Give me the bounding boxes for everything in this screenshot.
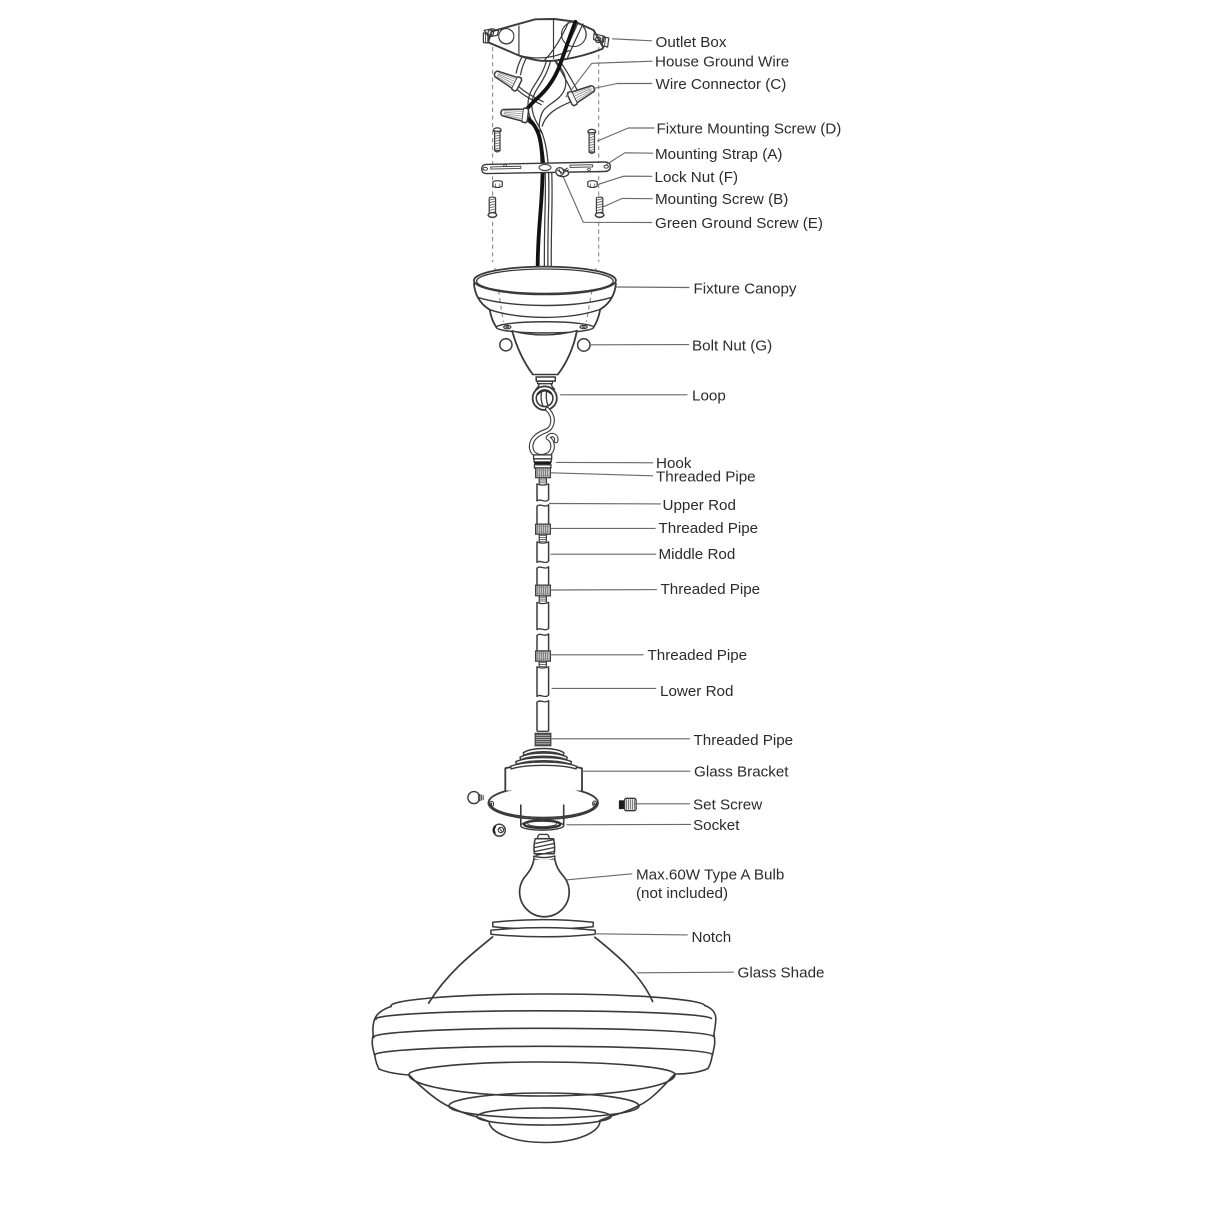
svg-text:Green Ground Screw (E): Green Ground Screw (E) (655, 215, 823, 232)
svg-text:Notch: Notch (692, 929, 732, 946)
svg-text:Threaded Pipe: Threaded Pipe (694, 732, 794, 749)
svg-text:Lock Nut (F): Lock Nut (F) (655, 169, 739, 186)
svg-text:House Ground Wire: House Ground Wire (655, 54, 789, 71)
svg-text:Socket: Socket (693, 817, 740, 834)
svg-text:Threaded Pipe: Threaded Pipe (648, 647, 748, 664)
svg-text:Threaded Pipe: Threaded Pipe (656, 469, 756, 486)
svg-text:Max.60W Type A Bulb: Max.60W Type A Bulb (636, 866, 784, 883)
svg-text:Bolt Nut (G): Bolt Nut (G) (692, 337, 772, 354)
svg-text:Threaded Pipe: Threaded Pipe (659, 520, 759, 537)
svg-text:Wire Connector (C): Wire Connector (C) (656, 76, 787, 93)
svg-text:Fixture Canopy: Fixture Canopy (694, 280, 797, 297)
svg-text:(not included): (not included) (636, 885, 728, 902)
svg-text:Hook: Hook (656, 455, 692, 472)
svg-text:Glass Shade: Glass Shade (738, 964, 825, 981)
svg-text:Loop: Loop (692, 387, 726, 404)
svg-text:Upper Rod: Upper Rod (663, 497, 736, 514)
svg-text:Lower Rod: Lower Rod (660, 683, 733, 700)
svg-text:Mounting Screw (B): Mounting Screw (B) (655, 191, 788, 208)
svg-text:Set Screw: Set Screw (693, 796, 762, 813)
svg-text:Middle Rod: Middle Rod (659, 546, 736, 563)
svg-text:Threaded Pipe: Threaded Pipe (661, 581, 761, 598)
svg-text:Outlet Box: Outlet Box (656, 34, 727, 51)
svg-text:Mounting Strap (A): Mounting Strap (A) (655, 146, 782, 163)
svg-text:Glass Bracket: Glass Bracket (694, 763, 789, 780)
svg-text:Fixture Mounting Screw (D): Fixture Mounting Screw (D) (657, 121, 842, 138)
